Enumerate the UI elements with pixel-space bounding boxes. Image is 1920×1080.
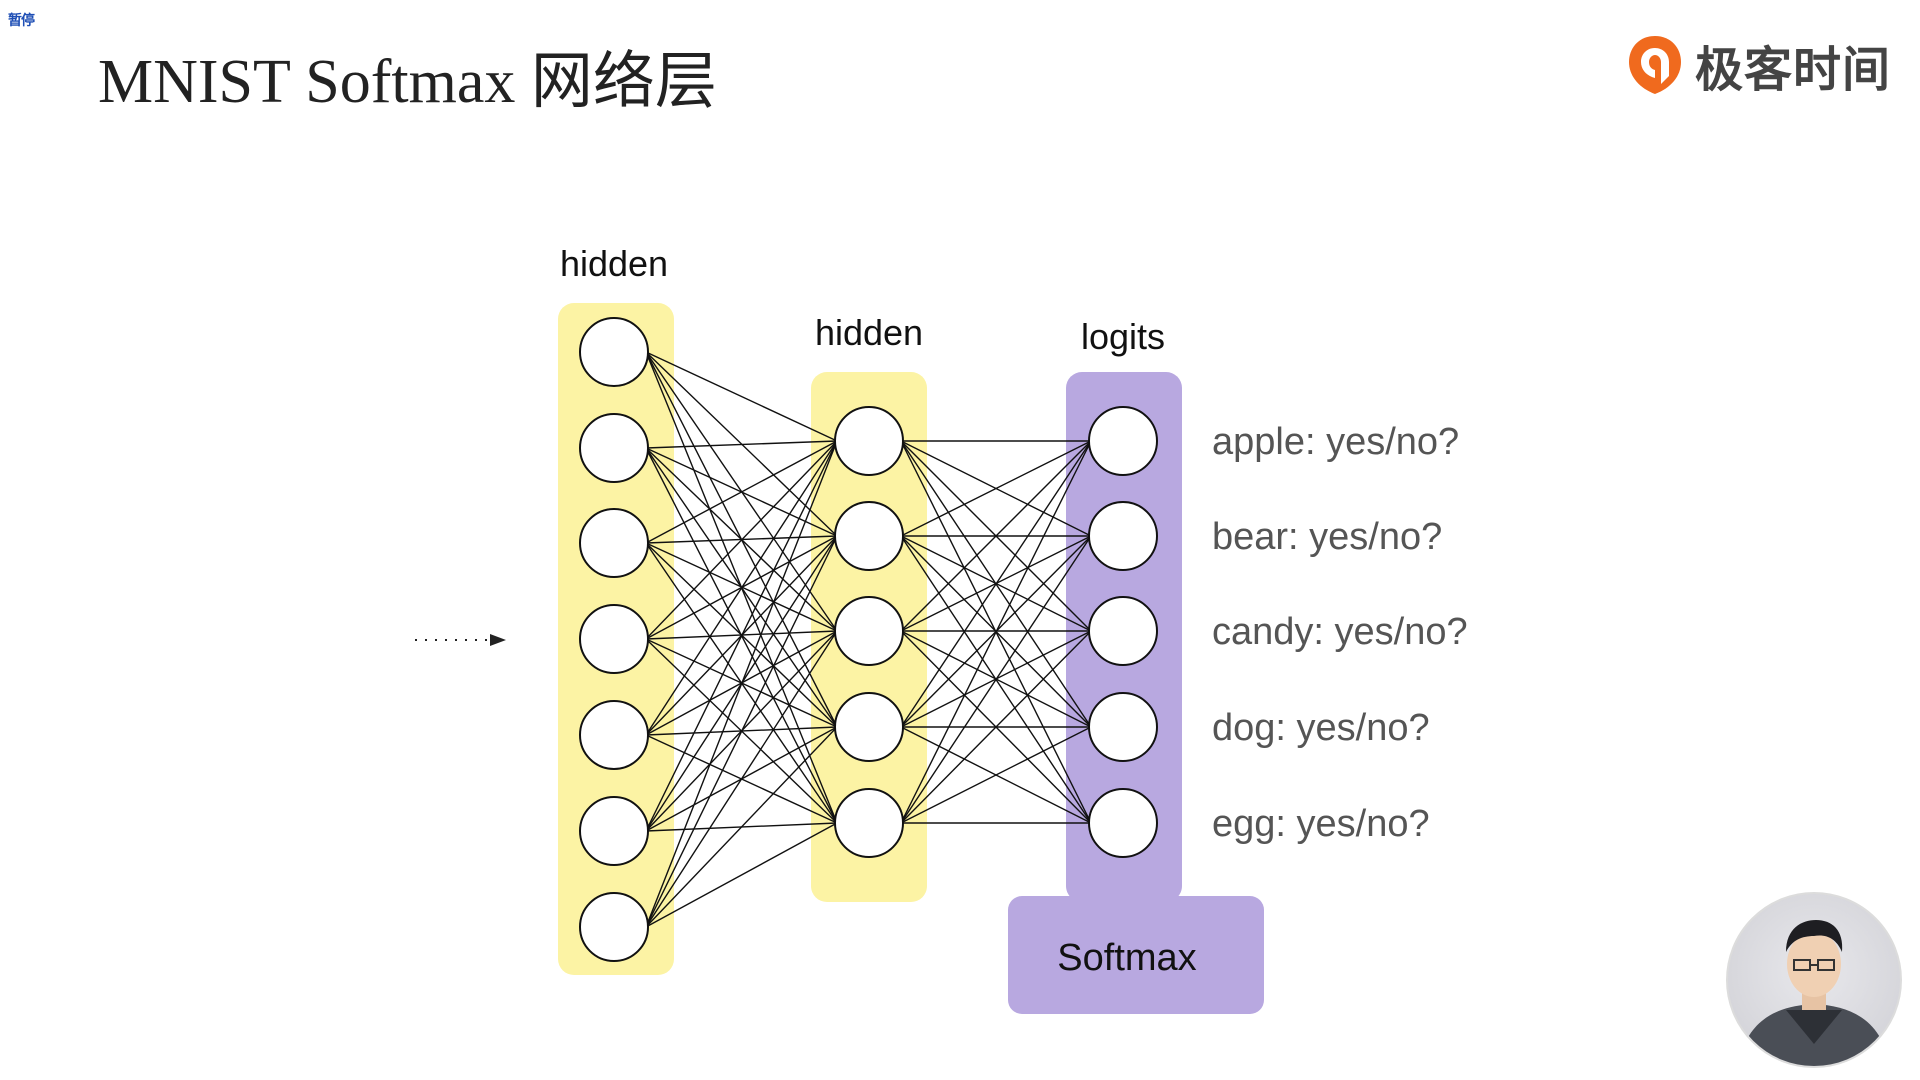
layer-1-node [579,892,649,962]
layer-3-node [1088,596,1158,666]
layer-2-node [834,406,904,476]
output-label: candy: yes/no? [1212,611,1468,653]
brand-name: 极客时间 [1695,42,1892,98]
softmax-box [1008,896,1264,1014]
layer-2-node [834,692,904,762]
connection-line [645,440,838,544]
connection-line [900,440,1092,824]
input-arrow [415,634,506,646]
layer-1-node [579,413,649,483]
connection-line [900,440,1092,728]
connection-line [645,351,838,442]
presenter-video [1726,892,1902,1068]
layer-2-node [834,596,904,666]
connection-line [645,630,838,928]
output-label: bear: yes/no? [1212,516,1442,558]
layer-2-label: hidden [815,312,923,353]
connection-line [900,535,1092,824]
connection-line [645,440,838,640]
layer-3-node [1088,501,1158,571]
geektime-logo-icon [1629,36,1681,94]
connection-line [900,630,1092,824]
connection-line [645,440,838,449]
connection-line [900,726,1092,824]
connection-line [900,440,1092,632]
layer-1-node [579,508,649,578]
layer-1-node [579,317,649,387]
connection-line [645,440,838,736]
output-label: apple: yes/no? [1212,421,1459,463]
layer-2-node [834,788,904,858]
connection-line [645,440,838,832]
layer-1-node [579,700,649,770]
layer-1-node [579,796,649,866]
brand-logo: 极客时间 [1625,30,1891,100]
layer-1-node [579,604,649,674]
connection-line [645,535,838,928]
layer-2-node [834,501,904,571]
connection-line [900,440,1092,537]
pause-badge[interactable]: 暂停 [8,13,35,29]
connection-line [645,822,838,928]
layer-3-node [1088,692,1158,762]
slide-title: MNIST Softmax 网络层 [98,48,717,116]
connection-line [645,440,838,928]
softmax-label: Softmax [1057,937,1196,979]
layer-1-label: hidden [560,243,668,284]
output-label: dog: yes/no? [1212,707,1430,749]
layer-3-node [1088,788,1158,858]
person-icon [1738,920,1890,1066]
output-label: egg: yes/no? [1212,803,1430,845]
connection-line [645,726,838,928]
layer-3-node [1088,406,1158,476]
layer-3-label: logits [1081,316,1165,357]
